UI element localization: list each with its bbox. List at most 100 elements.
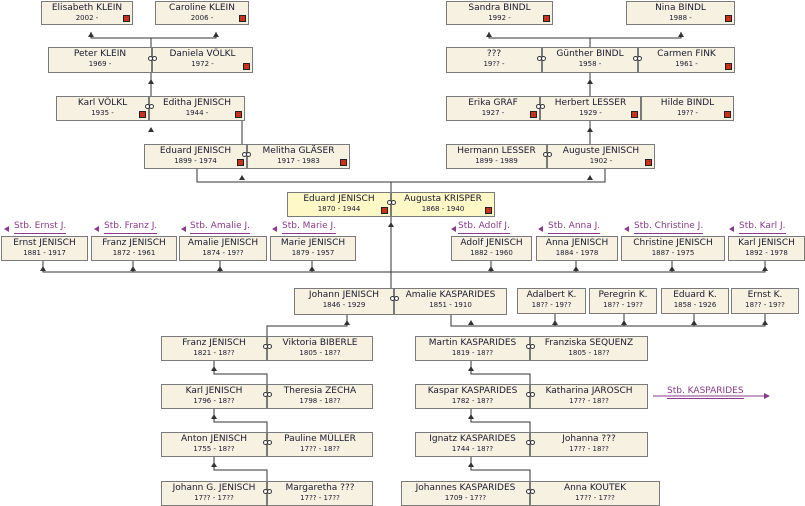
person-dates: 19?? -: [676, 109, 699, 117]
person-card-unknown-bindl[interactable]: ???19?? -: [446, 47, 542, 73]
stammbaum-link-adolf[interactable]: Stb. Adolf J.: [458, 221, 510, 234]
person-card-johanna-unknown[interactable]: Johanna ???17?? - 18??: [530, 432, 648, 457]
photo-marker-icon[interactable]: [239, 15, 246, 22]
person-name: Hilde BINDL: [660, 98, 715, 108]
stammbaum-link-ernst[interactable]: Stb. Ernst J.: [14, 221, 67, 234]
photo-marker-icon[interactable]: [645, 159, 652, 166]
person-name: Anton JENISCH: [181, 434, 247, 444]
photo-marker-icon[interactable]: [123, 15, 130, 22]
person-card-peregrin-k[interactable]: Peregrin K.18?? - 19??: [589, 288, 657, 314]
tree-connector: [213, 361, 268, 384]
stammbaum-link-amalie[interactable]: Stb. Amalie J.: [190, 221, 251, 234]
left-arrow-icon: [4, 226, 9, 232]
stammbaum-link-anna[interactable]: Stb. Anna J.: [548, 221, 601, 234]
stammbaum-link-christine[interactable]: Stb. Christine J.: [634, 221, 704, 234]
person-card-eduard-k[interactable]: Eduard K.1858 - 1926: [661, 288, 729, 314]
person-name: Karl VÖLKL: [77, 98, 128, 108]
photo-marker-icon[interactable]: [237, 159, 244, 166]
person-card-adalbert-k[interactable]: Adalbert K.18?? - 19??: [517, 288, 586, 314]
stammbaum-link-kasparides[interactable]: Stb. KASPARIDES: [667, 386, 744, 399]
person-card-margaretha-unknown[interactable]: Margaretha ???17?? - 17??: [267, 481, 373, 506]
photo-marker-icon[interactable]: [725, 15, 732, 22]
photo-marker-icon[interactable]: [543, 15, 550, 22]
photo-marker-icon[interactable]: [139, 111, 146, 118]
person-card-ernst-k[interactable]: Ernst K.18?? - 19??: [731, 288, 799, 314]
person-dates: 1902 -: [589, 157, 613, 165]
person-name: Viktoria BIBERLE: [282, 338, 358, 348]
stammbaum-link-karl[interactable]: Stb. Karl J.: [739, 221, 786, 234]
photo-marker-icon[interactable]: [724, 111, 731, 118]
marriage-rings-icon: [242, 152, 251, 158]
photo-marker-icon[interactable]: [340, 159, 347, 166]
up-arrow-icon: [213, 32, 219, 37]
person-name: Melitha GLÄSER: [262, 146, 335, 156]
person-dates: 1805 - 18??: [568, 349, 610, 357]
person-dates: 1992 -: [488, 14, 511, 22]
photo-marker-icon[interactable]: [235, 111, 242, 118]
stammbaum-link-marie[interactable]: Stb. Marie J.: [282, 221, 337, 234]
stammbaum-link-franz[interactable]: Stb. Franz J.: [104, 221, 158, 234]
photo-marker-icon[interactable]: [631, 111, 638, 118]
up-arrow-icon: [621, 320, 627, 325]
up-arrow-icon: [130, 266, 136, 271]
person-dates: 19?? -: [483, 60, 505, 68]
up-arrow-icon: [552, 320, 558, 325]
photo-marker-icon[interactable]: [485, 207, 492, 214]
marriage-rings-icon: [536, 104, 545, 110]
photo-marker-icon[interactable]: [243, 63, 250, 70]
person-name: Karl JENISCH: [738, 238, 795, 248]
person-dates: 1796 - 18??: [193, 397, 235, 405]
marriage-rings-icon: [543, 152, 552, 158]
tree-connector: [266, 315, 348, 336]
up-arrow-icon: [211, 414, 217, 419]
person-dates: 1755 - 18??: [193, 445, 235, 453]
up-arrow-icon: [211, 366, 217, 371]
photo-marker-icon[interactable]: [530, 111, 537, 118]
photo-marker-icon[interactable]: [725, 63, 732, 70]
photo-marker-icon[interactable]: [381, 207, 388, 214]
